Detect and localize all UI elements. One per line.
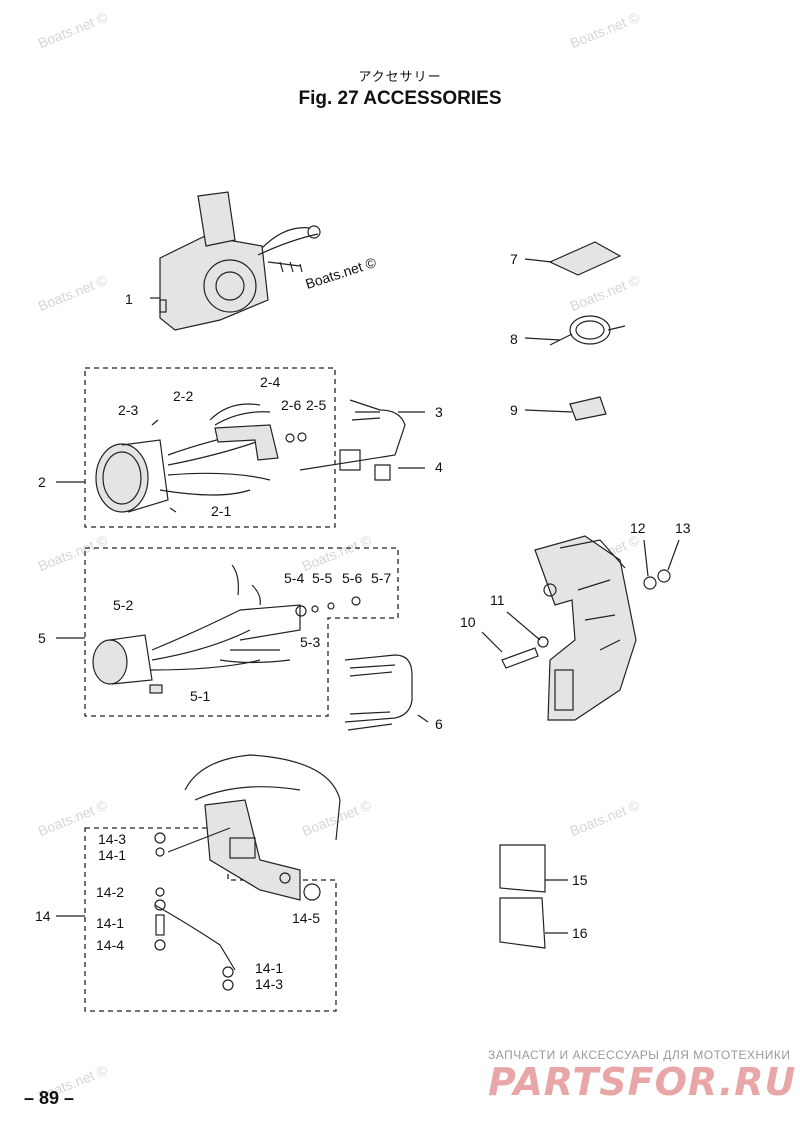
mounting-bracket — [534, 535, 637, 721]
callout: 2-5 — [306, 397, 327, 413]
callout: 16 — [572, 925, 588, 941]
callout: 13 — [675, 520, 691, 536]
callout: 10 — [460, 614, 476, 630]
callout: 5-7 — [371, 570, 392, 586]
callout: 5 — [38, 630, 46, 646]
callout: 9 — [510, 402, 518, 418]
decal-15 — [499, 844, 546, 893]
japanese-title: アクセサリー — [358, 70, 442, 85]
callout: 5-4 — [284, 570, 305, 586]
callout: 8 — [510, 331, 518, 347]
group-box-14 — [84, 827, 337, 1012]
brand-logo: PARTSFOR.RU — [488, 1060, 797, 1104]
callout: 14-1 — [98, 847, 127, 863]
callout: 2-2 — [173, 388, 194, 404]
brand-tagline: ЗАПЧАСТИ И АКСЕССУАРЫ ДЛЯ МОТОТЕХНИКИ — [488, 1048, 791, 1062]
callout: 1 — [125, 291, 133, 307]
decal-16 — [499, 897, 546, 949]
callout: 12 — [630, 520, 646, 536]
tachometer — [95, 403, 271, 513]
callout: 14 — [35, 908, 51, 924]
group-box-5 — [84, 547, 399, 717]
callout: 5-2 — [113, 597, 134, 613]
callout: 7 — [510, 251, 518, 267]
callout: 14-4 — [96, 937, 125, 953]
remote-control-box — [159, 191, 321, 331]
callout: 5-3 — [300, 634, 321, 650]
callout: 6 — [435, 716, 443, 732]
callout: 3 — [435, 404, 443, 420]
callout: 14-5 — [292, 910, 321, 926]
callout: 5-1 — [190, 688, 211, 704]
callout: 2-6 — [281, 397, 302, 413]
callout: 5-5 — [312, 570, 333, 586]
callout: 2-1 — [211, 503, 232, 519]
hour-meter — [92, 564, 301, 685]
callout: 14-2 — [96, 884, 125, 900]
callout: 5-6 — [342, 570, 363, 586]
callout: 2 — [38, 474, 46, 490]
callout: 2-3 — [118, 402, 139, 418]
wire-coil — [549, 315, 626, 346]
callout: 2-4 — [260, 374, 281, 390]
callout: 15 — [572, 872, 588, 888]
group-box-2 — [84, 367, 336, 528]
callout: 11 — [490, 592, 505, 608]
callout: 14-3 — [255, 976, 284, 992]
page-number: – 89 – — [24, 1088, 75, 1108]
callout: 4 — [435, 459, 443, 475]
callout: 14-1 — [255, 960, 284, 976]
engine-cover — [184, 754, 341, 901]
callout: 14-1 — [96, 915, 125, 931]
page-title: Fig. 27 ACCESSORIES — [298, 88, 502, 109]
callout: 14-3 — [98, 831, 127, 847]
